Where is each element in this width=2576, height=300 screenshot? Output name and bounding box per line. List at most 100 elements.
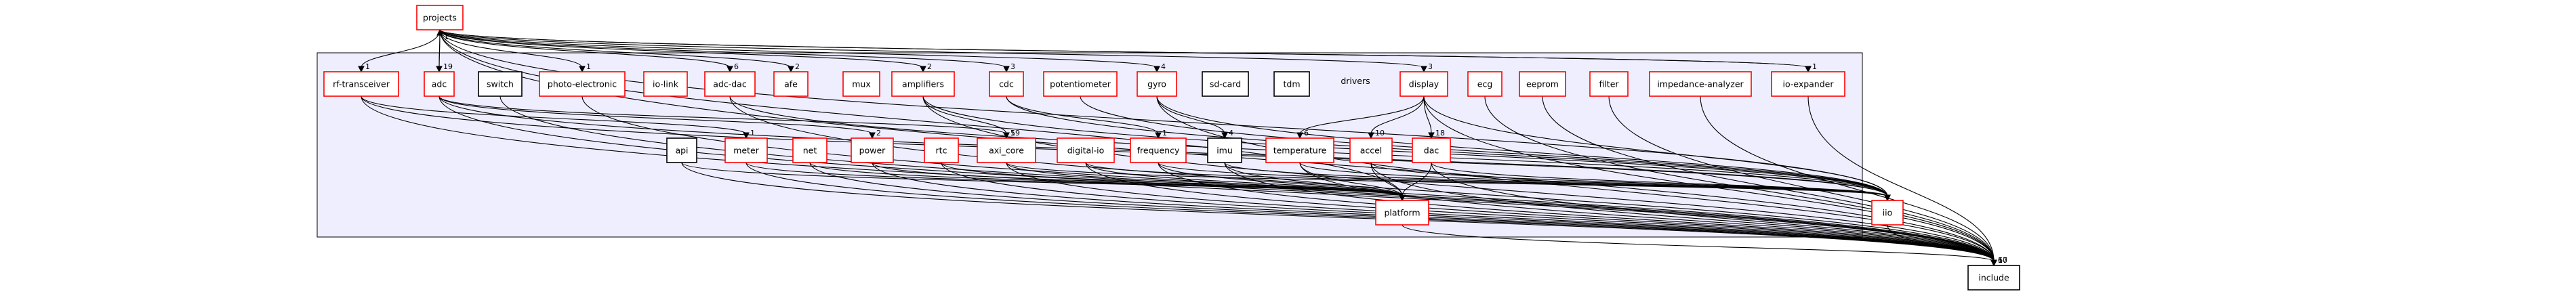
node-label: adc-dac [713, 79, 747, 89]
edge-line [1006, 162, 1888, 197]
node-label: mux [852, 79, 871, 89]
edge-adc-to-power: 2 [438, 95, 881, 140]
edge-display-to-dac: 18 [1423, 95, 1445, 140]
node-amplifiers[interactable]: amplifiers [891, 71, 955, 97]
node-temperature[interactable]: temperature [1265, 137, 1334, 163]
node-label: accel [1360, 146, 1383, 156]
node-rf-transceiver[interactable]: rf-transceiver [323, 71, 399, 97]
node-iio[interactable]: iio [1871, 200, 1904, 226]
node-box [539, 71, 626, 97]
node-afe[interactable]: afe [773, 71, 809, 97]
node-label: io-expander [1782, 79, 1834, 89]
edge-line [361, 95, 1888, 197]
edge-projects-to-rf-transceiver: 1 [358, 29, 441, 73]
edge-count-label: 6 [1304, 129, 1309, 137]
edge-count-label: 3 [1010, 62, 1015, 71]
node-tdm[interactable]: tdm [1273, 71, 1310, 97]
node-power[interactable]: power [851, 137, 894, 163]
node-box [977, 137, 1036, 163]
edge-line [922, 95, 1995, 262]
node-label: cdc [999, 79, 1014, 89]
node-dac[interactable]: dac [1412, 137, 1451, 163]
edge-projects-to-amplifiers: 2 [439, 29, 932, 73]
edge-line [361, 95, 747, 135]
edge-count-label: 4 [1229, 129, 1233, 137]
node-potentiometer[interactable]: potentiometer [1043, 71, 1118, 97]
arrow-head-icon [1990, 259, 1997, 267]
edge-count-label: 4 [1161, 62, 1166, 71]
node-label: switch [487, 79, 514, 89]
node-box [666, 137, 697, 163]
node-label: gyro [1147, 79, 1166, 89]
node-label: amplifiers [902, 79, 944, 89]
edge-count-label: 19 [443, 62, 453, 71]
edge-line [922, 95, 1007, 135]
node-meter[interactable]: meter [724, 137, 768, 163]
node-label: power [859, 146, 886, 156]
edge-line [1484, 95, 1995, 262]
node-io-link[interactable]: io-link [643, 71, 688, 97]
edge-line [1156, 95, 1995, 262]
edge-line [439, 29, 1158, 68]
node-mux[interactable]: mux [842, 71, 880, 97]
node-adc-dac[interactable]: adc-dac [704, 71, 756, 97]
node-platform[interactable]: platform [1375, 200, 1429, 226]
edge-count-label: 10 [1375, 129, 1385, 137]
node-label: photo-electronic [548, 79, 617, 89]
node-switch[interactable]: switch [478, 71, 523, 97]
node-box [1137, 71, 1177, 97]
node-adc[interactable]: adc [424, 71, 455, 97]
edge-line [1608, 95, 1995, 262]
node-label: include [1978, 273, 2009, 283]
arrow-head-icon [1221, 132, 1228, 140]
node-net[interactable]: net [792, 137, 827, 163]
node-photo-electronic[interactable]: photo-electronic [539, 71, 626, 97]
node-api[interactable]: api [666, 137, 697, 163]
edge-count-label: 1 [750, 129, 755, 137]
node-box [416, 5, 464, 30]
node-label: adc [432, 79, 447, 89]
node-cdc[interactable]: cdc [989, 71, 1024, 97]
node-eeprom[interactable]: eeprom [1519, 71, 1566, 97]
node-box [1967, 265, 2020, 291]
node-ecg[interactable]: ecg [1467, 71, 1502, 97]
node-impedance-analyzer[interactable]: impedance-analyzer [1649, 71, 1752, 97]
edge-line [1085, 162, 1403, 197]
node-box [704, 71, 756, 97]
edge-line [439, 29, 731, 68]
node-label: afe [784, 79, 798, 89]
edge-line [922, 95, 1888, 197]
node-projects[interactable]: projects [416, 5, 464, 30]
node-imu[interactable]: imu [1207, 137, 1242, 163]
edge-count-label: 19 [1010, 129, 1020, 137]
node-label: meter [733, 146, 759, 156]
arrow-head-icon [727, 66, 733, 73]
node-box [643, 71, 688, 97]
node-label: rtc [936, 146, 947, 156]
edge-count-label: 6 [1998, 256, 2003, 265]
node-axi_core[interactable]: axi_core [977, 137, 1036, 163]
node-label: net [803, 146, 817, 156]
node-accel[interactable]: accel [1349, 137, 1393, 163]
node-include[interactable]: include [1967, 265, 2020, 291]
edge-line [438, 95, 873, 135]
node-filter[interactable]: filter [1589, 71, 1629, 97]
node-box [989, 71, 1024, 97]
node-box [851, 137, 894, 163]
edge-line [729, 95, 1995, 262]
node-frequency[interactable]: frequency [1130, 137, 1187, 163]
node-box [724, 137, 768, 163]
node-io-expander[interactable]: io-expander [1771, 71, 1845, 97]
node-gyro[interactable]: gyro [1137, 71, 1177, 97]
edge-projects-to-adc-dac: 6 [439, 29, 739, 73]
node-digital-io[interactable]: digital-io [1057, 137, 1115, 163]
edge-line [1402, 224, 1995, 262]
arrow-head-icon [1428, 132, 1435, 140]
node-rtc[interactable]: rtc [924, 137, 959, 163]
edge-line [439, 29, 792, 68]
node-box [1043, 71, 1118, 97]
node-sd-card[interactable]: sd-card [1202, 71, 1249, 97]
node-display[interactable]: display [1399, 71, 1448, 97]
node-box [424, 71, 455, 97]
